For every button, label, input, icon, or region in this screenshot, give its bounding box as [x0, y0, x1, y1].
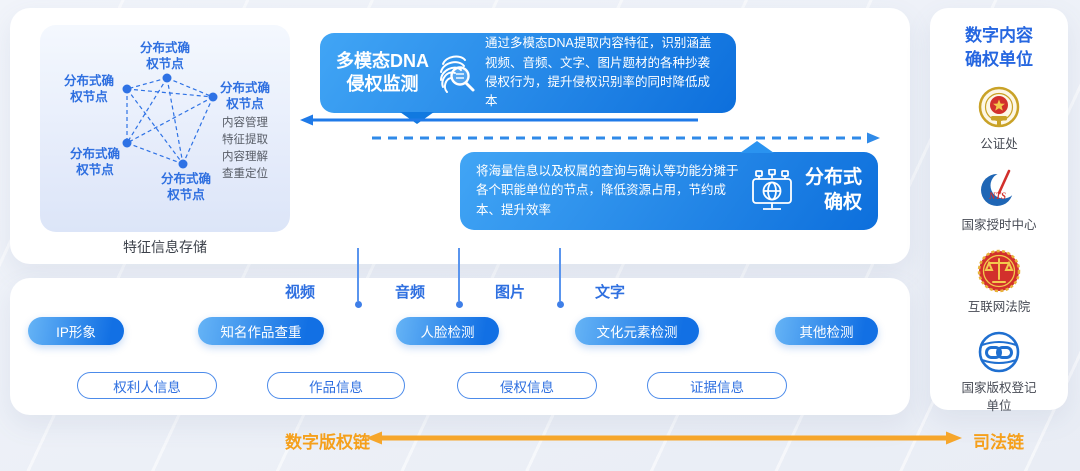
network-node-label: 分布式确权节点	[219, 81, 270, 111]
nts-logo-icon: NTS	[981, 169, 1017, 207]
banner-description: 通过多模态DNA提取内容特征，识别涵盖视频、音频、文字、图片题材的各种抄袭侵权行…	[485, 36, 712, 109]
notary-emblem-icon	[978, 86, 1020, 127]
function-item: 查重定位	[222, 168, 268, 180]
authority-unit-label: 国家授时中心	[961, 218, 1037, 233]
sidebar-title-line1: 数字内容	[965, 26, 1033, 45]
detection-pill: 其他检测	[775, 317, 878, 345]
authority-sidebar: 数字内容 确权单位 公证处 NTS 国家授时中心	[930, 8, 1068, 413]
info-pill: 作品信息	[267, 372, 405, 399]
copyright-chain-label: 数字版权链	[285, 433, 370, 452]
chain-double-arrow-icon	[366, 431, 962, 445]
fingerprint-magnifier-icon	[440, 55, 475, 93]
connector-line	[455, 248, 463, 308]
banner-title: 多模态DNA 侵权监测	[336, 50, 429, 97]
banner-title-line1: 分布式	[804, 167, 862, 189]
authority-unit: NTS 国家授时中心	[960, 166, 1038, 235]
right-flow-dashed-arrow-icon	[372, 132, 880, 144]
media-type-label: 视频	[284, 284, 316, 301]
function-item: 内容管理	[222, 117, 268, 129]
authority-unit-label: 公证处	[980, 136, 1018, 151]
monitor-network-icon	[752, 169, 792, 210]
left-flow-arrow-icon	[300, 114, 698, 126]
court-emblem-icon	[977, 249, 1021, 292]
banner-title: 分布式 确权	[805, 166, 862, 215]
banner-description: 将海量信息以及权属的查询与确认等功能分摊于各个职能单位的节点，降低资源占用，节约…	[476, 163, 739, 217]
dna-monitoring-banner: 多模态DNA 侵权监测 通过多模态DNA提取内容特征，识别涵盖视频、音频、文字、…	[320, 33, 736, 124]
detection-pill: 文化元素检测	[575, 317, 699, 345]
monitoring-panel: 分布式确权节点 分布式确权节点 分布式确权节点 分布式确权节点 分布式确权节点 …	[10, 8, 910, 264]
detection-panel: 视频 音频 图片 文字 IP形象 知名作品查重 人脸检测 文化元素检测 其他检测…	[10, 278, 910, 415]
network-node-label: 分布式确权节点	[139, 41, 190, 71]
info-pill: 侵权信息	[457, 372, 597, 399]
authority-unit-label: 国家版权登记单位	[961, 381, 1037, 413]
detection-pill: IP形象	[28, 317, 124, 345]
svg-text:NTS: NTS	[988, 191, 1006, 201]
info-pill: 权利人信息	[77, 372, 217, 399]
authority-unit: 国家版权登记单位	[960, 329, 1038, 415]
info-pill: 证据信息	[647, 372, 787, 399]
media-type-label: 音频	[394, 284, 426, 301]
authority-unit: 互联网法院	[960, 248, 1038, 317]
judicial-chain-label: 司法链	[973, 433, 1024, 452]
network-node-label: 分布式确权节点	[160, 172, 211, 202]
banner-title-line2: 确权	[823, 192, 862, 213]
detection-pill: 知名作品查重	[198, 317, 324, 345]
node-function-list: 内容管理 特征提取 内容理解 查重定位	[222, 115, 268, 183]
function-item: 特征提取	[222, 134, 268, 146]
banner-pointer	[740, 141, 774, 153]
sidebar-title-line2: 确权单位	[965, 49, 1033, 69]
storage-caption: 特征信息存储	[123, 239, 207, 255]
copyright-globe-icon	[978, 331, 1020, 373]
distributed-network-panel: 分布式确权节点 分布式确权节点 分布式确权节点 分布式确权节点 分布式确权节点 …	[40, 25, 290, 232]
detection-pill: 人脸检测	[396, 317, 499, 345]
network-node-label: 分布式确权节点	[63, 74, 114, 104]
authority-unit: 公证处	[960, 85, 1038, 154]
distributed-rights-banner: 将海量信息以及权属的查询与确认等功能分摊于各个职能单位的节点，降低资源占用，节约…	[460, 141, 878, 230]
network-graph	[122, 73, 218, 169]
connector-line	[354, 248, 362, 308]
sidebar-title: 数字内容 确权单位	[965, 24, 1033, 72]
network-node-label: 分布式确权节点	[69, 147, 120, 177]
media-type-label: 图片	[494, 284, 526, 301]
authority-unit-label: 互联网法院	[967, 299, 1031, 314]
connector-line	[556, 248, 564, 308]
media-type-label: 文字	[594, 284, 626, 301]
banner-pointer	[400, 112, 434, 124]
banner-title-line2: 侵权监测	[346, 74, 419, 94]
banner-title-line1: 多模态DNA	[336, 50, 429, 71]
function-item: 内容理解	[222, 151, 268, 163]
